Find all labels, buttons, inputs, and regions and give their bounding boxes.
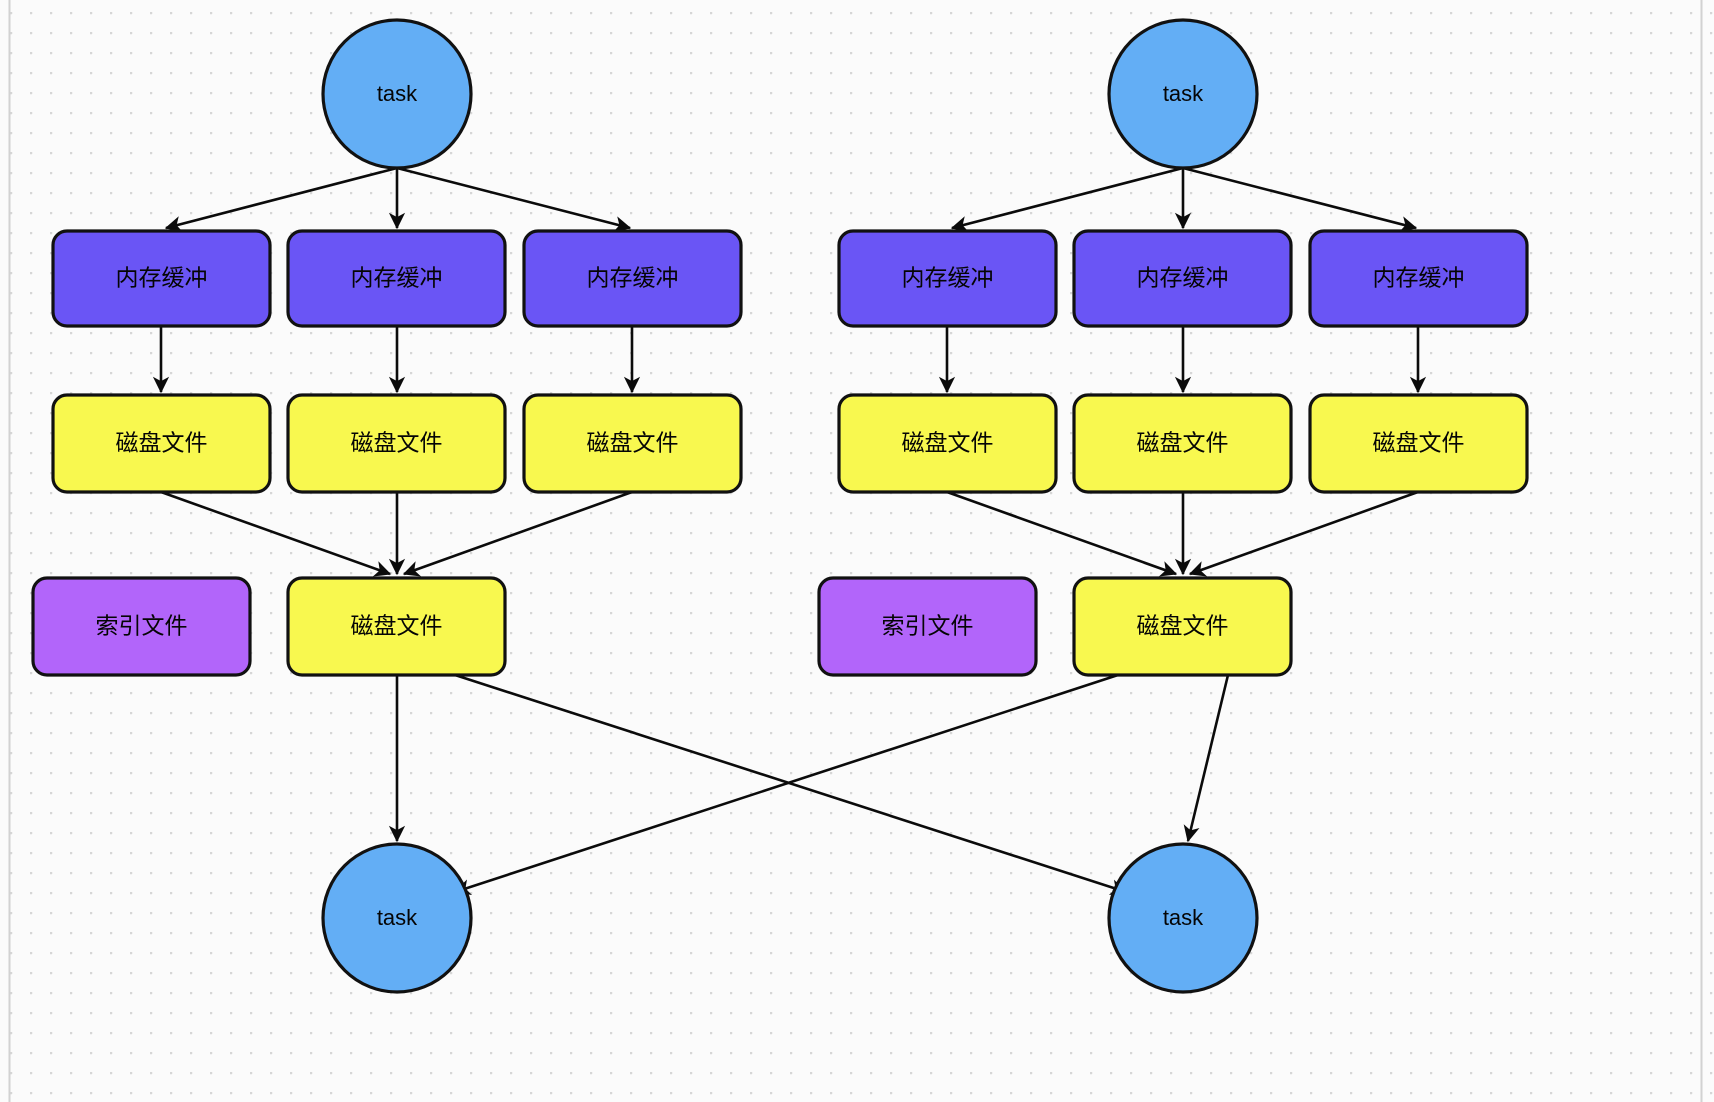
- right-index-file[interactable]: 索引文件: [817, 576, 1038, 677]
- edge-left-disk-1-to-merged: [160, 490, 392, 577]
- left-disk-file-1[interactable]: 磁盘文件: [51, 393, 272, 494]
- left-memory-buffer-1[interactable]: 内存缓冲: [51, 229, 272, 328]
- left-source-task[interactable]: task: [321, 18, 473, 170]
- edge-right-disk-1-to-merged: [946, 490, 1178, 577]
- right-disk-file-3[interactable]: 磁盘文件: [1308, 393, 1529, 494]
- right-memory-buffer-1[interactable]: 内存缓冲: [837, 229, 1058, 328]
- edge-left-disk-3-to-merged: [402, 490, 633, 577]
- edge-right-disk-3-to-merged: [1188, 490, 1419, 577]
- edge-left-task-to-buffer-3: [396, 166, 632, 233]
- edge-layer: [152, 166, 1427, 896]
- left-merged-disk-file[interactable]: 磁盘文件: [286, 576, 507, 677]
- left-index-file[interactable]: 索引文件: [31, 576, 252, 677]
- left-disk-file-3[interactable]: 磁盘文件: [522, 393, 743, 494]
- edge-right-task-to-buffer-3: [1182, 166, 1418, 233]
- edge-right-merged-to-right-task: [1183, 674, 1230, 843]
- right-disk-file-2[interactable]: 磁盘文件: [1072, 393, 1293, 494]
- right-memory-buffer-3[interactable]: 内存缓冲: [1308, 229, 1529, 328]
- edge-right-task-to-buffer-1: [950, 166, 1184, 233]
- right-memory-buffer-2[interactable]: 内存缓冲: [1072, 229, 1293, 328]
- canvas-frame: [8, 0, 1703, 1102]
- left-disk-file-2[interactable]: 磁盘文件: [286, 393, 507, 494]
- edge-left-task-to-buffer-1: [164, 166, 398, 233]
- left-sink-task[interactable]: task: [321, 842, 473, 994]
- left-memory-buffer-3[interactable]: 内存缓冲: [522, 229, 743, 328]
- left-memory-buffer-2[interactable]: 内存缓冲: [286, 229, 507, 328]
- right-merged-disk-file[interactable]: 磁盘文件: [1072, 576, 1293, 677]
- right-source-task[interactable]: task: [1107, 18, 1259, 170]
- right-disk-file-1[interactable]: 磁盘文件: [837, 393, 1058, 494]
- edge-right-merged-to-left-task: [453, 673, 1119, 895]
- right-sink-task[interactable]: task: [1107, 842, 1259, 994]
- node-layer: 内存缓冲内存缓冲内存缓冲磁盘文件磁盘文件磁盘文件索引文件磁盘文件tasktask…: [31, 18, 1529, 994]
